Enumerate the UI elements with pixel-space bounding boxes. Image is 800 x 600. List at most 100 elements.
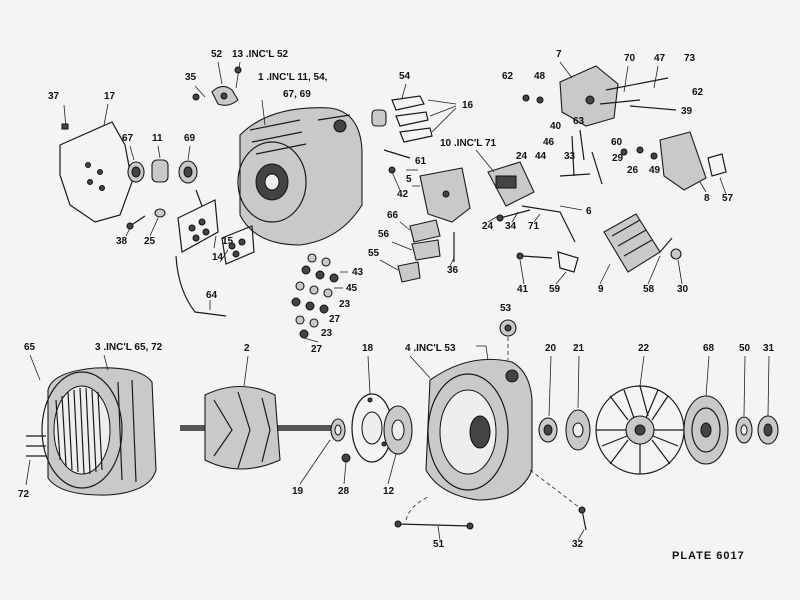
rotor-2 (180, 355, 340, 470)
rectifier-9 (599, 213, 682, 285)
terminal-13 (192, 61, 242, 106)
end-cover-17 (59, 103, 133, 223)
part-label-25: 25 (144, 236, 156, 247)
part-label-47: 47 (654, 53, 666, 64)
part-label-54: 54 (399, 71, 411, 82)
part-label-49: 49 (649, 165, 661, 176)
part-label-20: 20 (545, 343, 557, 354)
spring-24-34-71 (496, 205, 583, 243)
drive-housing-4 (394, 330, 587, 541)
part-label-4: 4 .INC'L 53 (405, 343, 456, 354)
leader-lines (213, 169, 727, 343)
fan-22 (595, 355, 685, 475)
part-label-52: 52 (211, 49, 223, 60)
part-label-58: 58 (643, 284, 655, 295)
washer-19-plate-18-bearing-12 (299, 355, 413, 485)
part-label-68: 68 (703, 343, 715, 354)
part-label-17: 17 (104, 91, 116, 102)
clip-59-41 (516, 251, 579, 285)
part-label-70: 70 (624, 53, 636, 64)
part-label-23b: 23 (321, 328, 333, 339)
part-label-41: 41 (517, 284, 529, 295)
part-label-45: 45 (346, 283, 358, 294)
part-label-37: 37 (48, 91, 60, 102)
part-label-26: 26 (627, 165, 639, 176)
part-label-48: 48 (534, 71, 546, 82)
part-label-42: 42 (397, 189, 409, 200)
part-label-44: 44 (535, 151, 547, 162)
plate-number: PLATE 6017 (672, 550, 745, 562)
part-label-62a: 62 (502, 71, 514, 82)
part-label-38: 38 (116, 236, 128, 247)
part-label-3: 3 .INC'L 65, 72 (95, 342, 163, 353)
part-label-22: 22 (638, 343, 650, 354)
part-label-24b: 24 (482, 221, 494, 232)
screw-38-25 (125, 208, 166, 237)
part-label-19: 19 (292, 486, 304, 497)
part-label-27b: 27 (311, 344, 323, 355)
part-label-62b: 62 (692, 87, 704, 98)
part-label-28: 28 (338, 486, 350, 497)
diode-stack-14-15 (177, 189, 255, 265)
part-label-14: 14 (212, 252, 224, 263)
part-label-10: 10 .INC'L 71 (440, 138, 497, 149)
part-label-35: 35 (185, 72, 197, 83)
part-label-33: 33 (564, 151, 576, 162)
regulator-10 (475, 149, 535, 207)
part-label-56: 56 (378, 229, 390, 240)
part-label-64: 64 (206, 290, 218, 301)
part-label-61: 61 (415, 156, 427, 167)
part-label-72: 72 (18, 489, 30, 500)
lead-64 (175, 255, 227, 317)
part-label-29: 29 (612, 153, 624, 164)
part-label-32: 32 (572, 539, 584, 550)
screws-60-29-26-49 (559, 129, 658, 185)
part-label-60: 60 (611, 137, 623, 148)
spacer-20-washer-21 (538, 355, 591, 451)
part-label-16: 16 (462, 100, 474, 111)
part-label-59: 59 (549, 284, 561, 295)
housing-1 (237, 99, 363, 246)
part-label-30: 30 (677, 284, 689, 295)
part-label-1b: 67, 69 (283, 89, 311, 100)
part-label-55: 55 (368, 248, 380, 259)
part-label-21: 21 (573, 343, 585, 354)
part-label-50: 50 (739, 343, 751, 354)
part-label-7: 7 (556, 49, 562, 60)
part-label-63: 63 (573, 116, 585, 127)
part-label-73: 73 (684, 53, 696, 64)
part-label-8: 8 (704, 193, 710, 204)
part-label-2: 2 (244, 343, 250, 354)
part-label-39: 39 (681, 106, 693, 117)
part-label-24a: 24 (516, 151, 528, 162)
part-label-43: 43 (352, 267, 364, 278)
terminal-66-56-55 (379, 219, 455, 283)
part-label-34: 34 (505, 221, 517, 232)
pulley-68-washer-50-nut-31 (683, 355, 779, 465)
part-label-36: 36 (447, 265, 459, 276)
part-label-57: 57 (722, 193, 734, 204)
part-label-15: 15 (222, 236, 234, 247)
stator-3 (25, 354, 157, 496)
part-label-69: 69 (184, 133, 196, 144)
part-label-51: 51 (433, 539, 445, 550)
part-label-66: 66 (387, 210, 399, 221)
part-label-6: 6 (586, 206, 592, 217)
part-label-71: 71 (528, 221, 540, 232)
part-label-9: 9 (598, 284, 604, 295)
part-label-5: 5 (406, 174, 412, 185)
part-label-46: 46 (543, 137, 555, 148)
hardware-43-45-23-27 (291, 253, 348, 339)
part-label-12: 12 (383, 486, 395, 497)
part-8 (659, 131, 727, 193)
part-label-11: 11 (152, 133, 163, 144)
part-label-65: 65 (24, 342, 36, 353)
cap-67-11-69 (127, 145, 198, 184)
brush-holder-16 (371, 83, 457, 143)
part-label-13: 13 .INC'L 52 (232, 49, 289, 60)
nut-53 (499, 319, 517, 337)
part-label-53a: 53 (500, 303, 512, 314)
